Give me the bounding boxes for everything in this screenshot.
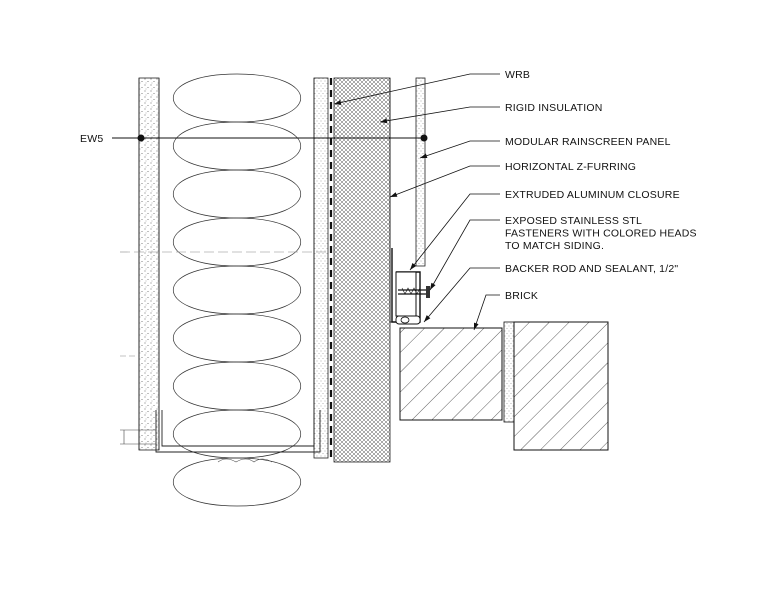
callout-leader-backer-rod bbox=[423, 267, 500, 323]
batt-lobe bbox=[173, 169, 301, 219]
callout-arrow-aluminum-closure bbox=[410, 263, 417, 270]
callout-label-aluminum-closure: EXTRUDED ALUMINUM CLOSURE bbox=[505, 189, 680, 201]
callout-label-wrb: WRB bbox=[505, 69, 530, 81]
callout-label-fasteners: FASTENERS WITH COLORED HEADS bbox=[505, 228, 697, 240]
callout-label-backer-rod: BACKER ROD AND SEALANT, 1/2" bbox=[505, 263, 678, 275]
batt-lobe bbox=[173, 457, 301, 507]
callout-group: WRB RIGID INSULATION MODULAR RAINSCREEN PA… bbox=[333, 69, 697, 331]
section-marker-label: EW5 bbox=[80, 133, 103, 145]
batt-lobe bbox=[173, 217, 301, 267]
exterior-sheathing bbox=[313, 77, 329, 459]
batt-lobe bbox=[173, 121, 301, 171]
callout-leader-rainscreen-panel bbox=[419, 140, 500, 159]
batt-lobe bbox=[173, 361, 301, 411]
callout-label-brick: BRICK bbox=[505, 290, 538, 302]
bottom-track bbox=[155, 410, 321, 453]
callout-leader-aluminum-closure bbox=[409, 193, 500, 271]
callout-leader-brick bbox=[473, 294, 500, 331]
callout-arrow-rainscreen-panel bbox=[420, 153, 428, 159]
callout-label-fasteners: TO MATCH SIDING. bbox=[505, 240, 604, 252]
batt-lobe bbox=[173, 265, 301, 315]
callout-arrow-wrb bbox=[334, 100, 342, 105]
brick-course bbox=[399, 321, 609, 451]
batt-insulation bbox=[173, 73, 301, 507]
callout-leader-fasteners bbox=[429, 219, 500, 291]
batt-lobe bbox=[173, 409, 301, 459]
callout-label-rainscreen-panel: MODULAR RAINSCREEN PANEL bbox=[505, 136, 671, 148]
callout-leader-wrb bbox=[333, 73, 500, 105]
batt-lobe bbox=[173, 313, 301, 363]
callout-leader-z-furring bbox=[389, 165, 500, 198]
callout-label-z-furring: HORIZONTAL Z-FURRING bbox=[505, 161, 636, 173]
rigid-insulation-layer bbox=[333, 77, 391, 463]
rainscreen-panel-layer bbox=[415, 77, 426, 267]
callout-arrow-z-furring bbox=[390, 192, 398, 197]
interior-sheathing bbox=[138, 77, 160, 451]
callout-arrow-rigid-insulation bbox=[380, 118, 388, 124]
callout-leader-rigid-insulation bbox=[379, 106, 500, 123]
fastener bbox=[398, 286, 430, 298]
batt-lobe bbox=[173, 73, 301, 123]
callout-label-rigid-insulation: RIGID INSULATION bbox=[505, 102, 603, 114]
callout-arrow-brick bbox=[474, 322, 479, 330]
backer-rod bbox=[395, 315, 421, 325]
callout-label-fasteners: EXPOSED STAINLESS STL bbox=[505, 215, 642, 227]
callout-arrow-fasteners bbox=[430, 282, 436, 290]
callout-arrow-backer-rod bbox=[424, 315, 431, 322]
section-marker: EW5 bbox=[80, 133, 428, 145]
